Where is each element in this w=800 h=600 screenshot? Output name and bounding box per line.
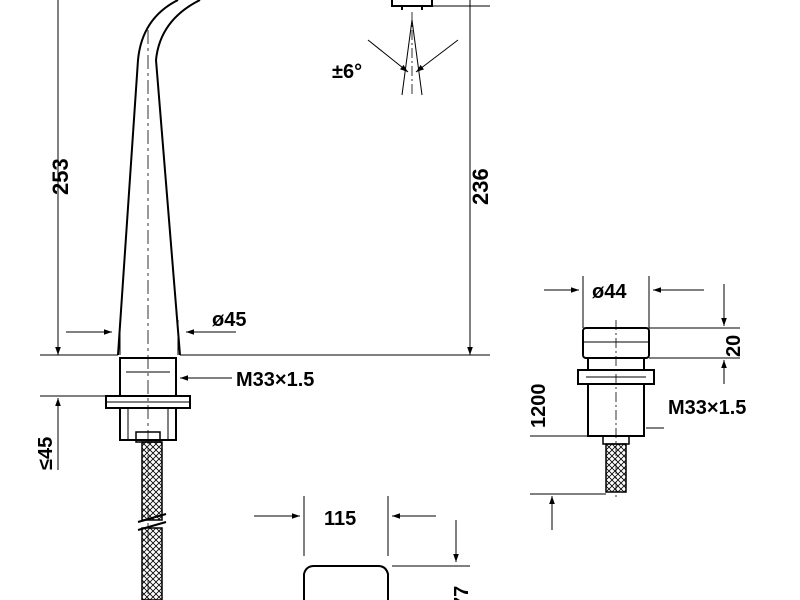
box-width-label: 115 — [324, 508, 356, 530]
spout-mounting — [105, 357, 191, 443]
dimension-1200 — [530, 435, 606, 530]
spout-hose — [137, 441, 167, 600]
height-total-label: 253 — [48, 158, 73, 195]
dimension-deck-thickness — [40, 395, 106, 470]
spout-base-diameter-label: ø45 — [212, 309, 246, 331]
spout-thread-label: M33×1.5 — [236, 369, 314, 391]
handle-thread-label: M33×1.5 — [668, 397, 746, 419]
dimension-253 — [40, 0, 118, 356]
box-height-label: 77 — [451, 586, 473, 600]
spout-outlet — [391, 0, 433, 95]
dimension-dia44 — [544, 276, 704, 328]
dimension-20 — [649, 284, 740, 384]
handle-height-label: 20 — [723, 335, 745, 357]
handle-diameter-label: ø44 — [592, 281, 627, 303]
deck-thickness-label: ≤45 — [35, 437, 57, 470]
dimension-dia45 — [66, 320, 236, 355]
mounting-box — [254, 496, 470, 600]
outlet-height-label: 236 — [468, 168, 493, 205]
dimension-236 — [180, 0, 490, 356]
handle-hose — [605, 443, 627, 493]
swivel-angle-label: ±6° — [332, 61, 362, 83]
swivel-angle-indicator — [367, 19, 459, 96]
hose-length-label: 1200 — [528, 384, 550, 429]
